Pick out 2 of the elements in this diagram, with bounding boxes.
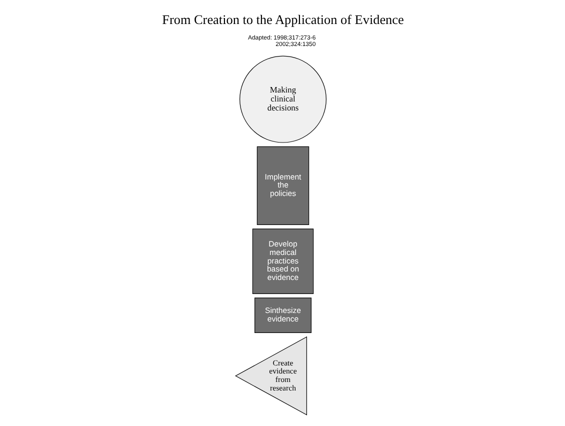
diagram-title: From Creation to the Application of Evidence: [162, 12, 404, 28]
node-circle: Making clinical decisions: [239, 56, 326, 143]
